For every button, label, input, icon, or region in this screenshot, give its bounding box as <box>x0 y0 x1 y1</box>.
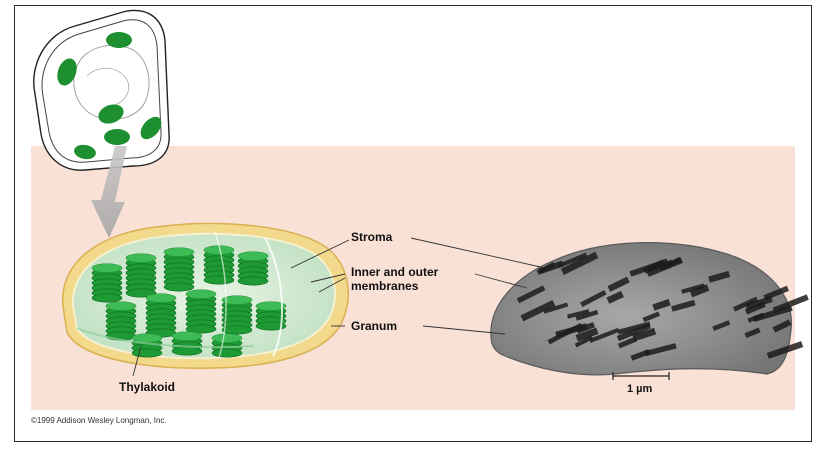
thylakoid-disc <box>172 347 202 355</box>
granum-top <box>186 290 216 298</box>
figure-frame: Stroma Inner and outer membranes Granum … <box>14 5 812 442</box>
thylakoid-disc <box>212 349 242 357</box>
chloroplast-diagram <box>15 6 812 442</box>
granum-top <box>212 334 242 342</box>
label-granum: Granum <box>351 319 397 333</box>
cell-chloroplast <box>106 32 132 48</box>
label-membranes-line1: Inner and outer <box>351 265 438 279</box>
copyright-credit: ©1999 Addison Wesley Longman, Inc. <box>31 416 167 425</box>
electron-micrograph <box>491 243 809 375</box>
cell-chloroplast <box>104 129 130 145</box>
label-stroma: Stroma <box>351 230 392 244</box>
granum-top <box>172 332 202 340</box>
chloroplast-model <box>63 223 349 368</box>
label-membranes-line2: membranes <box>351 279 418 293</box>
granum-top <box>126 254 156 262</box>
thylakoid-disc <box>238 277 268 285</box>
scale-bar-label: 1 µm <box>627 382 652 396</box>
thylakoid-disc <box>204 276 234 284</box>
thylakoid-disc <box>92 294 122 302</box>
granum-top <box>106 302 136 310</box>
granum-top <box>92 264 122 272</box>
label-thylakoid: Thylakoid <box>119 380 175 394</box>
granum-top <box>132 334 162 342</box>
thylakoid-disc <box>132 349 162 357</box>
granum-top <box>146 294 176 302</box>
granum-top <box>164 248 194 256</box>
thylakoid-disc <box>222 326 252 334</box>
stroma-leader-right <box>411 238 545 268</box>
granum-top <box>238 252 268 260</box>
plant-cell <box>34 10 169 170</box>
thylakoid-disc <box>164 283 194 291</box>
